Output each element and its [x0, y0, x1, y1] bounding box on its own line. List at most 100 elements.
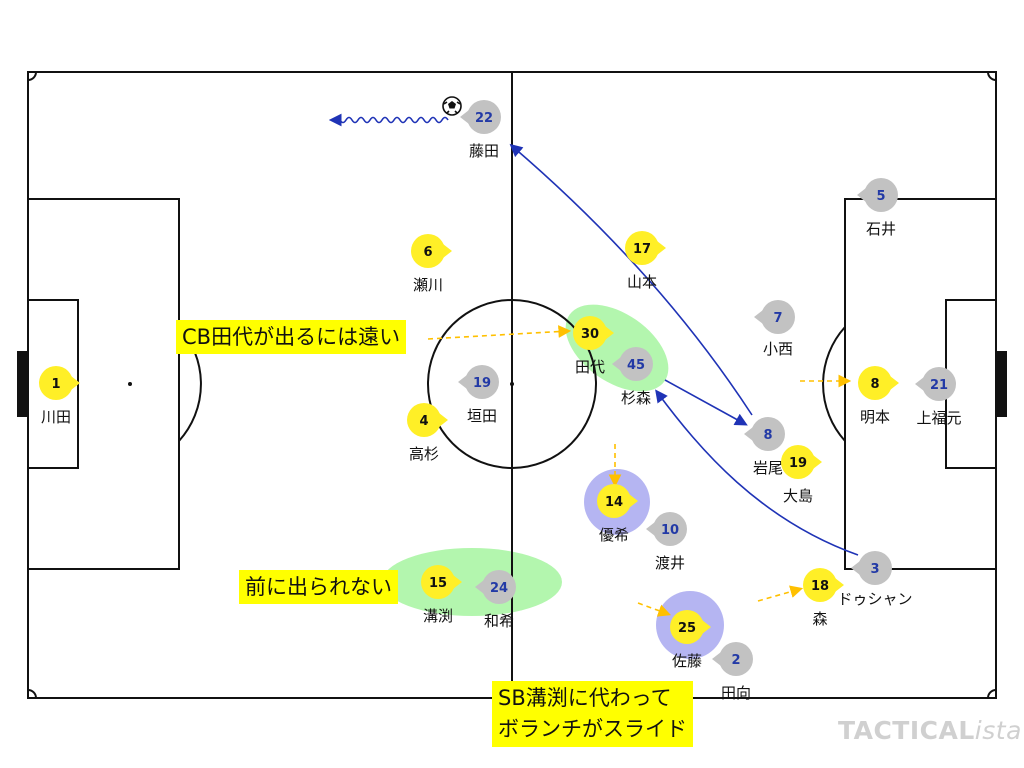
center-spot [510, 382, 514, 386]
player-token-home-17[interactable]: 17 山本 [625, 231, 666, 291]
player-number: 18 [811, 579, 829, 594]
player-disc [670, 610, 704, 644]
player-number: 4 [419, 414, 428, 429]
center-circle [427, 299, 597, 469]
direction-pointer-icon [458, 375, 467, 389]
player-token-home-8[interactable]: 8明本 [858, 366, 899, 426]
player-name: 杉森 [621, 389, 651, 407]
player-number: 45 [627, 358, 645, 373]
player-name: 田代 [575, 358, 605, 376]
player-token-home-1[interactable]: 1川田 [39, 366, 80, 426]
direction-pointer-icon [453, 575, 462, 589]
player-disc [421, 565, 455, 599]
direction-pointer-icon [439, 413, 448, 427]
player-disc [411, 234, 445, 268]
player-name: 藤田 [469, 142, 499, 160]
player-token-away-8[interactable]: 8岩尾 [744, 417, 785, 477]
sb-annotation: SB溝渕に代わって ボランチがスライド [492, 681, 693, 747]
player-disc [465, 365, 499, 399]
right-penalty-arc [822, 326, 846, 442]
player-name: 瀬川 [413, 276, 443, 294]
sb-annotation-line1: SB溝渕に代わって [498, 686, 672, 710]
player-number: 14 [605, 495, 623, 510]
player-name: 山本 [627, 273, 657, 291]
direction-pointer-icon [712, 652, 721, 666]
direction-pointer-icon [835, 578, 844, 592]
player-disc [858, 366, 892, 400]
player-number: 6 [423, 245, 432, 260]
pass-line-iwao-to-fujita [509, 143, 753, 416]
run-arrow-to-18 [757, 585, 804, 602]
player-number: 8 [870, 377, 879, 392]
soccer-ball-icon [442, 96, 462, 116]
direction-pointer-icon [646, 522, 655, 536]
watermark-suffix: ista [974, 716, 1022, 745]
player-disc [625, 231, 659, 265]
player-name: 溝渕 [423, 607, 453, 625]
player-disc [619, 347, 653, 381]
player-token-away-7[interactable]: 7 小西 [754, 300, 795, 358]
player-token-home-4[interactable]: 4 高杉 [407, 403, 448, 463]
run-arrow-to-30 [427, 325, 572, 340]
player-name: 垣田 [467, 407, 497, 425]
right-goal [996, 351, 1007, 417]
player-number: 8 [763, 428, 772, 443]
player-number: 17 [633, 242, 651, 257]
player-disc [803, 568, 837, 602]
player-name: 優希 [599, 526, 629, 544]
player-token-home-6[interactable]: 6 瀬川 [411, 234, 452, 294]
direction-pointer-icon [851, 561, 860, 575]
player-disc [864, 178, 898, 212]
player-token-home-14[interactable]: 14 優希 [597, 484, 638, 544]
player-disc [653, 512, 687, 546]
player-number: 7 [773, 311, 782, 326]
direction-pointer-icon [754, 310, 763, 324]
left-penalty-spot [128, 382, 132, 386]
player-name: 上福元 [916, 409, 961, 427]
player-number: 10 [661, 523, 679, 538]
player-disc [781, 445, 815, 479]
highlight-zone-midfield [565, 304, 669, 392]
highlight-zone-backline [382, 548, 562, 616]
player-name: 佐藤 [672, 652, 702, 670]
player-token-away-5[interactable]: 5石井 [857, 178, 898, 238]
player-number: 21 [930, 378, 948, 393]
direction-pointer-icon [915, 377, 924, 391]
player-disc [719, 642, 753, 676]
player-disc [858, 551, 892, 585]
player-name: 森 [812, 610, 827, 628]
direction-pointer-icon [629, 494, 638, 508]
player-token-away-2[interactable]: 2 田向 [712, 642, 753, 702]
player-name: 大島 [783, 487, 813, 505]
player-number: 2 [731, 653, 740, 668]
player-name: 小西 [763, 340, 793, 358]
corner-arc-br [987, 689, 997, 699]
player-name: 石井 [866, 220, 896, 238]
cb-annotation: CB田代が出るには遠い [176, 320, 407, 354]
direction-pointer-icon [612, 357, 621, 371]
player-token-away-45[interactable]: 45 杉森 [612, 347, 653, 407]
corner-arc-tl [27, 71, 37, 81]
left-goal [17, 351, 28, 417]
player-disc [922, 367, 956, 401]
player-token-home-18[interactable]: 18 森 [803, 568, 844, 628]
player-number: 1 [51, 377, 60, 392]
player-token-away-21[interactable]: 21 上福元 [915, 367, 962, 427]
watermark-main: TACTICAL [838, 716, 975, 745]
player-name: 高杉 [409, 445, 439, 463]
direction-pointer-icon [443, 244, 452, 258]
player-name: 田向 [721, 684, 751, 702]
pass-line-sugimori-to-iwao [664, 379, 748, 426]
direction-pointer-icon [813, 455, 822, 469]
player-disc [482, 570, 516, 604]
